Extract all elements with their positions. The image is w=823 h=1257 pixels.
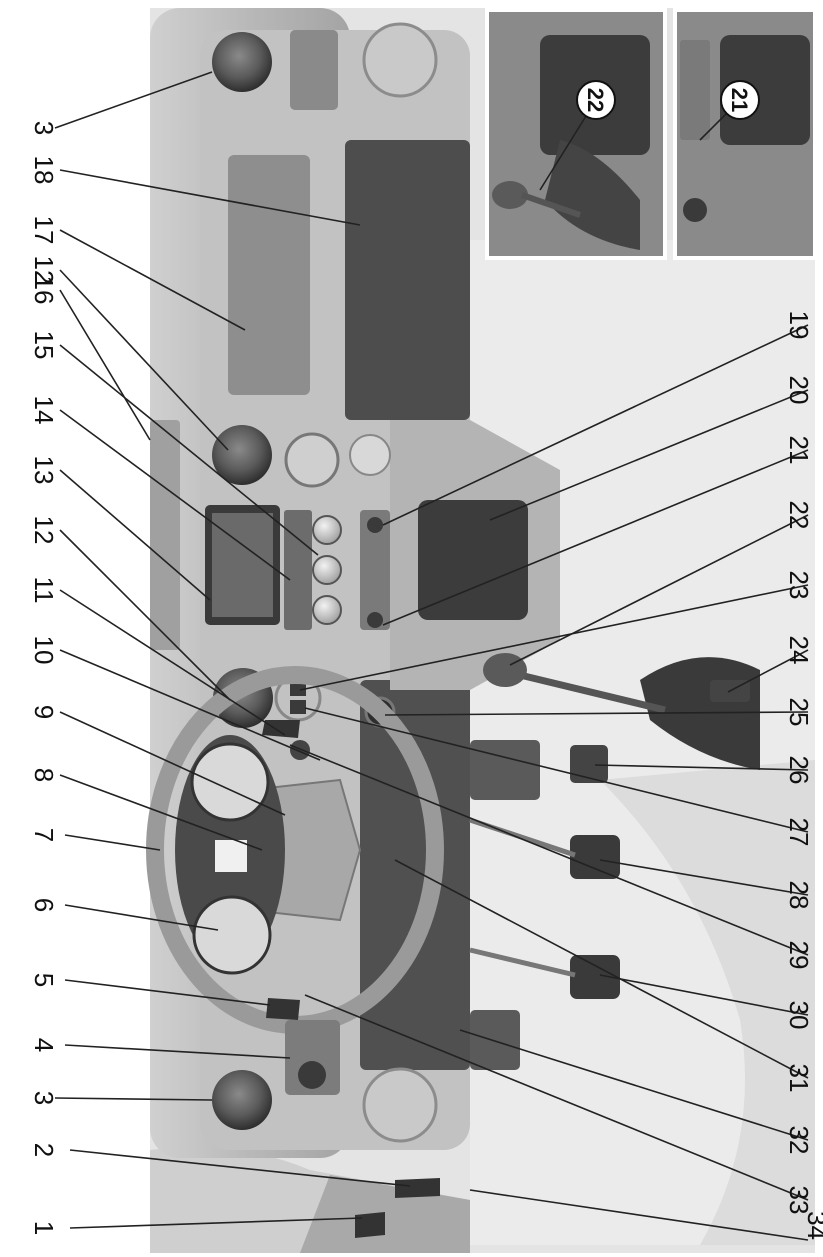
callout-label-12-left: 12 xyxy=(29,516,59,545)
side-vent-left xyxy=(212,1070,272,1130)
callout-label-34: 34 xyxy=(802,1211,823,1240)
climate-knob-1 xyxy=(312,515,342,545)
right-speaker xyxy=(362,22,438,98)
inset-22-badge xyxy=(576,80,616,120)
callout-label-27: 27 xyxy=(784,818,814,847)
inset-panel-22 xyxy=(485,8,667,260)
callout-label-6: 6 xyxy=(29,898,59,912)
button-27 xyxy=(290,700,306,714)
callout-label-9: 9 xyxy=(29,705,59,719)
callout-label-19: 19 xyxy=(784,311,814,340)
callout-label-8: 8 xyxy=(29,768,59,782)
console-storage xyxy=(418,500,528,620)
callout-label-23: 23 xyxy=(784,571,814,600)
callout-label-12-right: 12 xyxy=(29,256,59,285)
pedal-box-2 xyxy=(470,1010,520,1070)
inset-22-label: 22 xyxy=(583,88,608,112)
lock-knob xyxy=(290,740,310,760)
callout-label-13: 13 xyxy=(29,456,59,485)
inset-panel-21 xyxy=(673,8,817,260)
callout-label-30: 30 xyxy=(784,1001,814,1030)
clock xyxy=(284,432,340,488)
wiper-stalk xyxy=(262,720,300,738)
callout-label-10: 10 xyxy=(29,636,59,665)
climate-knob-3 xyxy=(312,595,342,625)
callout-label-4: 4 xyxy=(29,1038,59,1052)
callout-label-2: 2 xyxy=(29,1143,59,1157)
gear-knob xyxy=(483,653,527,687)
callout-label-18: 18 xyxy=(29,156,59,185)
callout-label-1: 1 xyxy=(29,1221,59,1235)
lower-switch-panel xyxy=(360,510,390,630)
center-vent-right xyxy=(212,425,272,485)
callout-label-22: 22 xyxy=(784,501,814,530)
cluster-display xyxy=(215,840,247,872)
pedal-box xyxy=(470,740,540,800)
side-vent-right xyxy=(212,32,272,92)
dash-storage xyxy=(150,420,180,650)
pedal-30 xyxy=(570,955,620,999)
climate-knob-2 xyxy=(312,555,342,585)
speedometer xyxy=(192,895,272,975)
power-outlet xyxy=(349,434,391,476)
callout-label-28: 28 xyxy=(784,881,814,910)
callout-label-20: 20 xyxy=(784,376,814,405)
button-23 xyxy=(290,682,306,696)
callout-label-29: 29 xyxy=(784,941,814,970)
callout-label-5: 5 xyxy=(29,973,59,987)
callout-label-3-bottom: 3 xyxy=(29,1091,59,1105)
floor-hump xyxy=(600,760,815,1245)
radio-buttons xyxy=(284,510,312,630)
tachometer xyxy=(190,742,270,822)
inset-21-label: 21 xyxy=(727,88,752,112)
callout-label-24: 24 xyxy=(784,636,814,665)
switch-19 xyxy=(367,517,383,533)
switch-21 xyxy=(367,612,383,628)
callout-label-21: 21 xyxy=(784,436,814,465)
callout-label-11: 11 xyxy=(29,577,59,604)
pedal-arm-30 xyxy=(469,947,576,978)
callout-label-26: 26 xyxy=(784,756,814,785)
callout-label-7: 7 xyxy=(29,828,59,842)
lower-dash-panel xyxy=(360,680,470,1070)
callout-label-17: 17 xyxy=(29,216,59,245)
callout-label-25: 25 xyxy=(784,698,814,727)
upper-shelf xyxy=(228,155,310,395)
callout-label-14: 14 xyxy=(29,396,59,425)
right-switch-panel xyxy=(290,30,338,110)
pedal-26 xyxy=(570,745,608,783)
callout-label-33: 33 xyxy=(784,1186,814,1215)
door-handle xyxy=(355,1212,385,1238)
inset-21-badge xyxy=(720,80,760,120)
left-speaker xyxy=(362,1067,438,1143)
light-stalk xyxy=(266,998,300,1020)
lighting-knob xyxy=(298,1061,326,1089)
pedal-28 xyxy=(570,835,620,879)
callout-label-15: 15 xyxy=(29,331,59,360)
callout-label-32: 32 xyxy=(784,1126,814,1155)
gear-stick xyxy=(519,671,666,714)
callout-label-16: 16 xyxy=(29,276,59,305)
callout-label-3-top: 3 xyxy=(29,121,59,135)
leader-lines xyxy=(54,71,809,1241)
glovebox-panel xyxy=(345,140,470,420)
side-mirror-control xyxy=(395,1178,440,1198)
callout-label-31: 31 xyxy=(784,1064,814,1093)
